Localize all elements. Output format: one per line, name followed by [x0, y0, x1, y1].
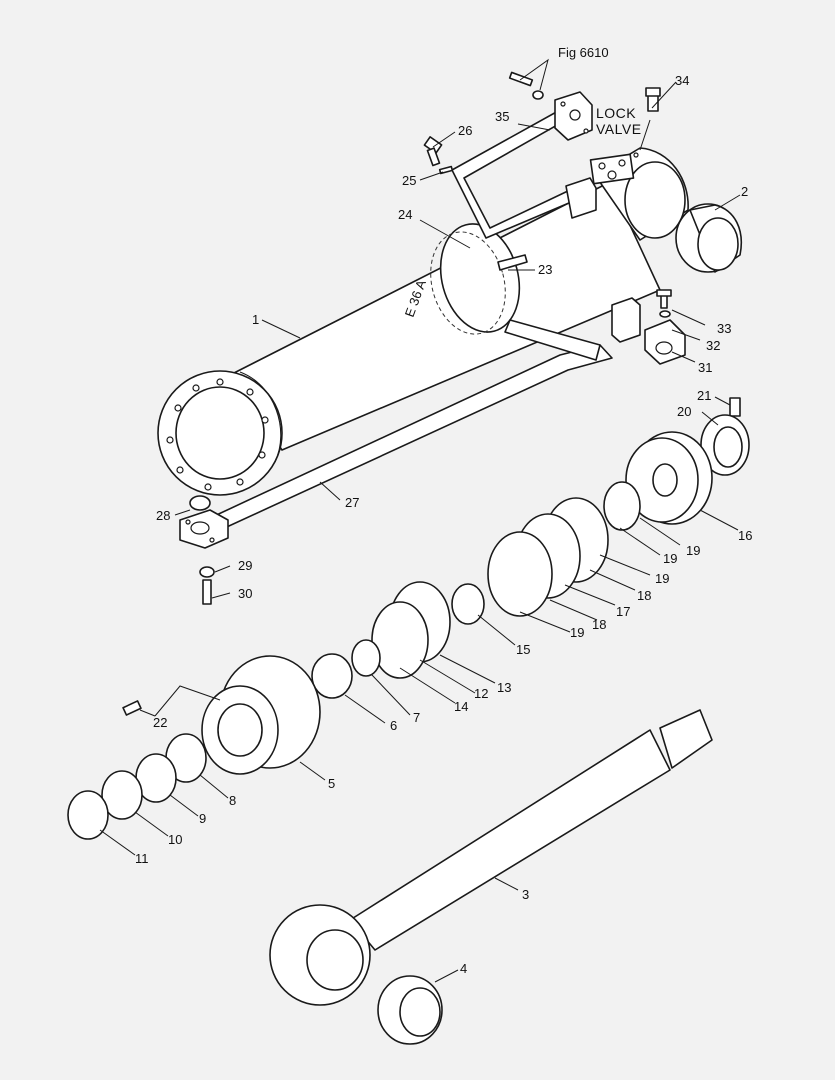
- o-rings: [311, 581, 451, 699]
- callout-1: 1: [252, 312, 259, 327]
- clamp-bolt: [423, 136, 454, 175]
- callout-36: 34: [675, 73, 689, 88]
- callout-14: 14: [454, 699, 468, 714]
- callout-24: 22: [153, 715, 167, 730]
- cylinder-head: [122, 655, 321, 775]
- callout-13: 13: [497, 680, 511, 695]
- callout-18a: 18: [637, 588, 651, 603]
- callout-28: 26: [458, 123, 472, 138]
- callout-11: 11: [135, 851, 149, 866]
- callout-numbers: 34 35 26 25 2 24 23 33 1 32 31 21 20 27 …: [135, 73, 752, 976]
- callout-33: 31: [698, 360, 712, 375]
- callout-30: 28: [156, 508, 170, 523]
- pipe-clamp-ring: [430, 223, 528, 335]
- callout-6: 6: [390, 718, 397, 733]
- callout-25: 23: [538, 262, 552, 277]
- figure-reference: Fig 6610: [558, 45, 609, 60]
- callout-12: 12: [474, 686, 488, 701]
- barrel-flange-bolt-holes: [166, 378, 269, 491]
- callout-19a: 19: [655, 571, 669, 586]
- callout-18b: 18: [592, 617, 606, 632]
- callout-21: 19: [686, 543, 700, 558]
- grease-fitting: [645, 87, 661, 112]
- callout-15: 15: [516, 642, 530, 657]
- barrel-rear-eye: [589, 147, 689, 241]
- callout-4: 4: [460, 961, 467, 976]
- callout-leader-lines: [99, 58, 741, 983]
- callout-5: 5: [328, 776, 335, 791]
- callout-37: 35: [495, 109, 509, 124]
- callout-29: 27: [345, 495, 359, 510]
- callout-10: 10: [168, 832, 182, 847]
- hydraulic-pipe: [179, 319, 613, 549]
- rod-eye-bushing: [377, 975, 443, 1045]
- callout-17: 17: [616, 604, 630, 619]
- callout-26: 24: [398, 207, 412, 222]
- callout-8: 8: [229, 793, 236, 808]
- piston-nut: [700, 397, 750, 476]
- callout-2: 2: [741, 184, 748, 199]
- lock-valve-pipe: [451, 91, 597, 239]
- lock-valve-label-1: LOCK: [596, 105, 636, 121]
- callout-23: 21: [697, 388, 711, 403]
- cylinder-barrel: [157, 181, 661, 496]
- barrel-eye-bushing: [675, 203, 742, 273]
- callout-34: 32: [706, 338, 720, 353]
- callout-22: 20: [677, 404, 691, 419]
- lock-valve-label-2: VALVE: [596, 121, 642, 137]
- piston: [625, 431, 713, 525]
- callout-31: 29: [238, 558, 252, 573]
- callout-9: 9: [199, 811, 206, 826]
- piston-seals: [451, 481, 641, 625]
- flange-bolt: [189, 495, 215, 605]
- piston-rod: [269, 709, 713, 1006]
- callout-19b: 19: [570, 625, 584, 640]
- callout-32: 30: [238, 586, 252, 601]
- callout-7: 7: [413, 710, 420, 725]
- callout-3: 3: [522, 887, 529, 902]
- lock-valve-screws: [508, 71, 544, 100]
- callout-16: 16: [738, 528, 752, 543]
- rod-seals: [67, 733, 207, 840]
- callout-35: 33: [717, 321, 731, 336]
- callout-20: 19: [663, 551, 677, 566]
- callout-27: 25: [402, 173, 416, 188]
